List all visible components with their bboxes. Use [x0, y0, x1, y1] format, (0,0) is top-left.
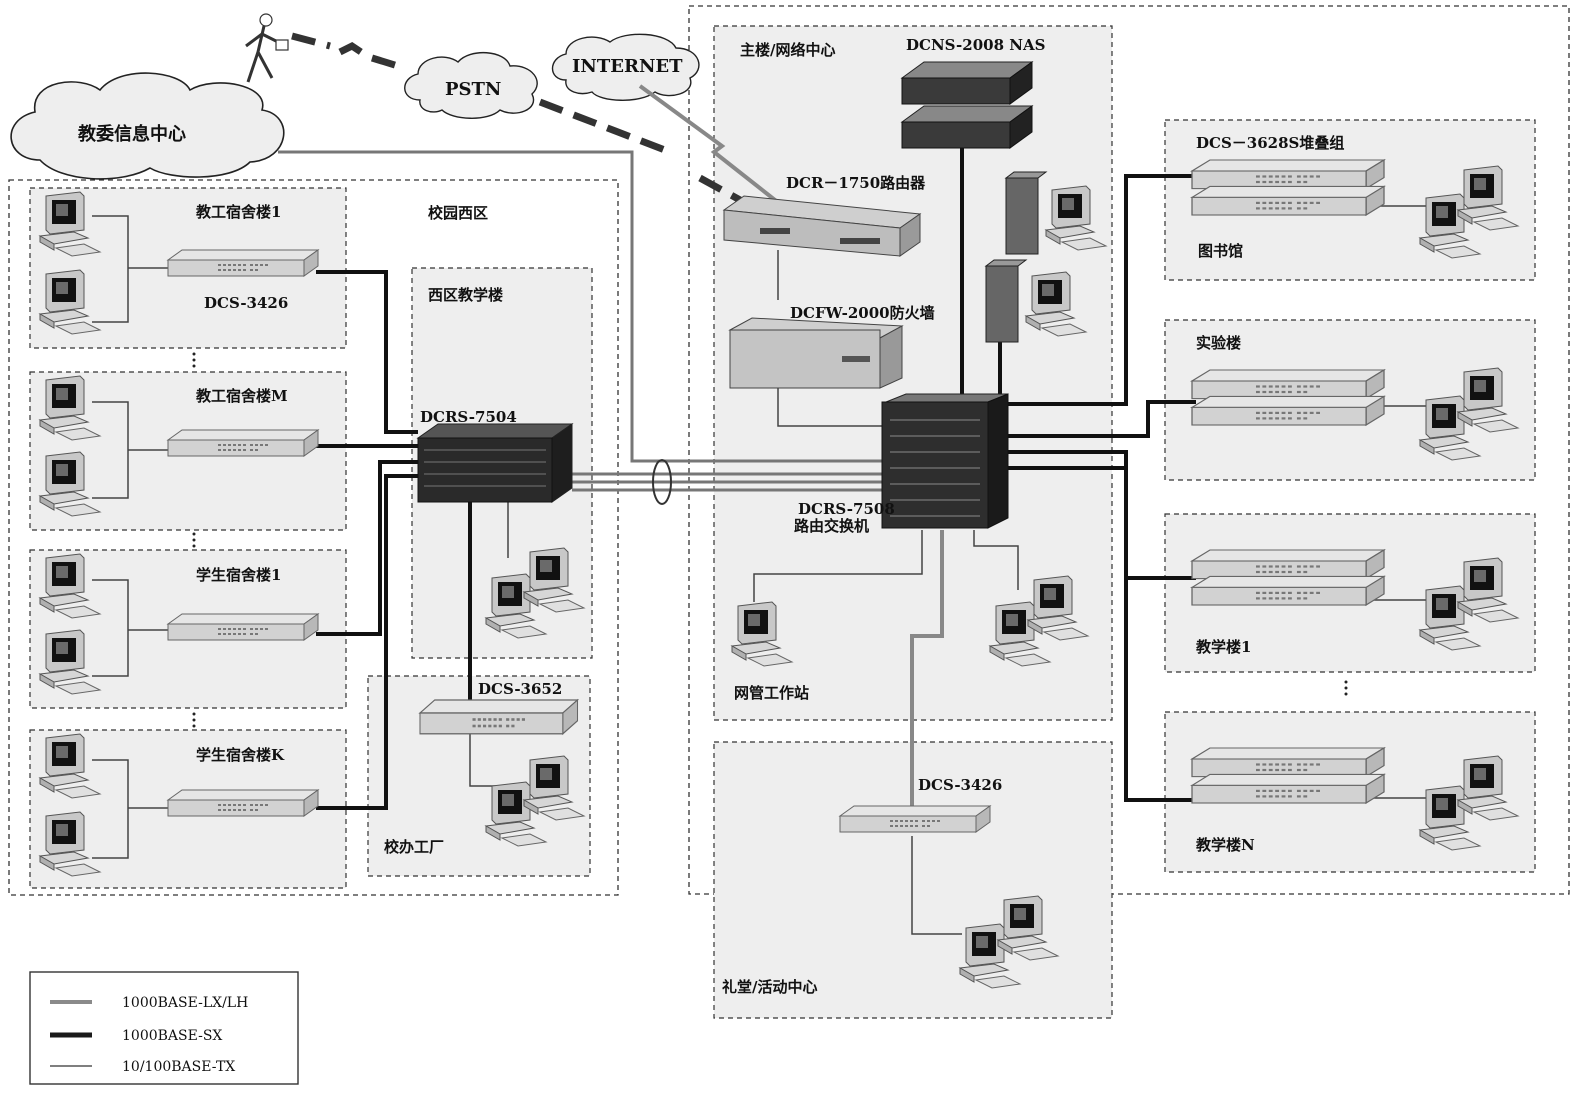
- legend: 1000BASE-LX/LH 1000BASE-SX 10/100BASE-TX: [29, 971, 299, 1085]
- auditorium-label: 礼堂/活动中心: [722, 978, 817, 996]
- edu-center-cloud: 教委信息中心: [10, 72, 285, 180]
- west-campus-label: 校园西区: [428, 204, 488, 222]
- dcs3426-west-label: DCS-3426: [204, 294, 288, 312]
- ellipsis-markers: [192, 352, 1348, 728]
- core-label-line1: DCRS-7508: [798, 500, 895, 518]
- edu-center-label: 教委信息中心: [78, 123, 186, 145]
- nms-label: 网管工作站: [734, 684, 809, 702]
- mobile-user-icon: [245, 13, 289, 83]
- links: [92, 32, 1426, 935]
- servers: [984, 171, 1107, 343]
- auditorium-switch: [839, 805, 991, 833]
- pstn-cloud: PSTN: [404, 51, 538, 119]
- east-group-1-label: DCS－3628S堆叠组: [1196, 134, 1344, 152]
- labels: 校园西区 西区教学楼 校办工厂 主楼/网络中心 礼堂/活动中心 教工宿舍楼1 教…: [195, 36, 1344, 996]
- nas-label: DCNS-2008 NAS: [906, 36, 1045, 54]
- main-building-label: 主楼/网络中心: [740, 41, 835, 59]
- east-group-3-label: 教学楼1: [1195, 638, 1251, 656]
- west-group-2-label: 教工宿舍楼M: [195, 387, 288, 405]
- nas-device: [900, 61, 1034, 149]
- dcrs7508-core-switch: [881, 393, 1009, 529]
- legend-label-lx: 1000BASE-LX/LH: [122, 995, 248, 1011]
- east-group-4-label: 教学楼N: [1195, 836, 1255, 854]
- firewall-device: [728, 317, 904, 389]
- core-label-line2: 路由交换机: [794, 517, 869, 535]
- west-teaching-label: 西区教学楼: [428, 286, 503, 304]
- west-group-3-label: 学生宿舍楼1: [196, 566, 281, 584]
- dcs3652-label: DCS-3652: [478, 680, 562, 698]
- firewall-label: DCFW-2000防火墙: [790, 304, 935, 322]
- zones: [8, 5, 1570, 1019]
- west-group-4-label: 学生宿舍楼K: [196, 746, 285, 764]
- factory-label: 校办工厂: [384, 838, 444, 856]
- legend-label-tx: 10/100BASE-TX: [122, 1059, 235, 1075]
- west-group-1-label: 教工宿舍楼1: [195, 203, 281, 221]
- pstn-label: PSTN: [445, 79, 501, 100]
- router-label: DCR－1750路由器: [786, 174, 926, 192]
- internet-cloud: INTERNET: [551, 33, 700, 101]
- east-group-2-label: 实验楼: [1196, 334, 1241, 352]
- dcrs7504-switch: [416, 423, 574, 503]
- dcs3652-switch: [419, 699, 579, 735]
- internet-label: INTERNET: [572, 56, 683, 77]
- router-device: [722, 195, 922, 257]
- library-label: 图书馆: [1198, 242, 1243, 260]
- dcs3426-aud-label: DCS-3426: [918, 776, 1002, 794]
- dcrs7504-label: DCRS-7504: [420, 408, 517, 426]
- legend-label-sx: 1000BASE-SX: [122, 1028, 222, 1044]
